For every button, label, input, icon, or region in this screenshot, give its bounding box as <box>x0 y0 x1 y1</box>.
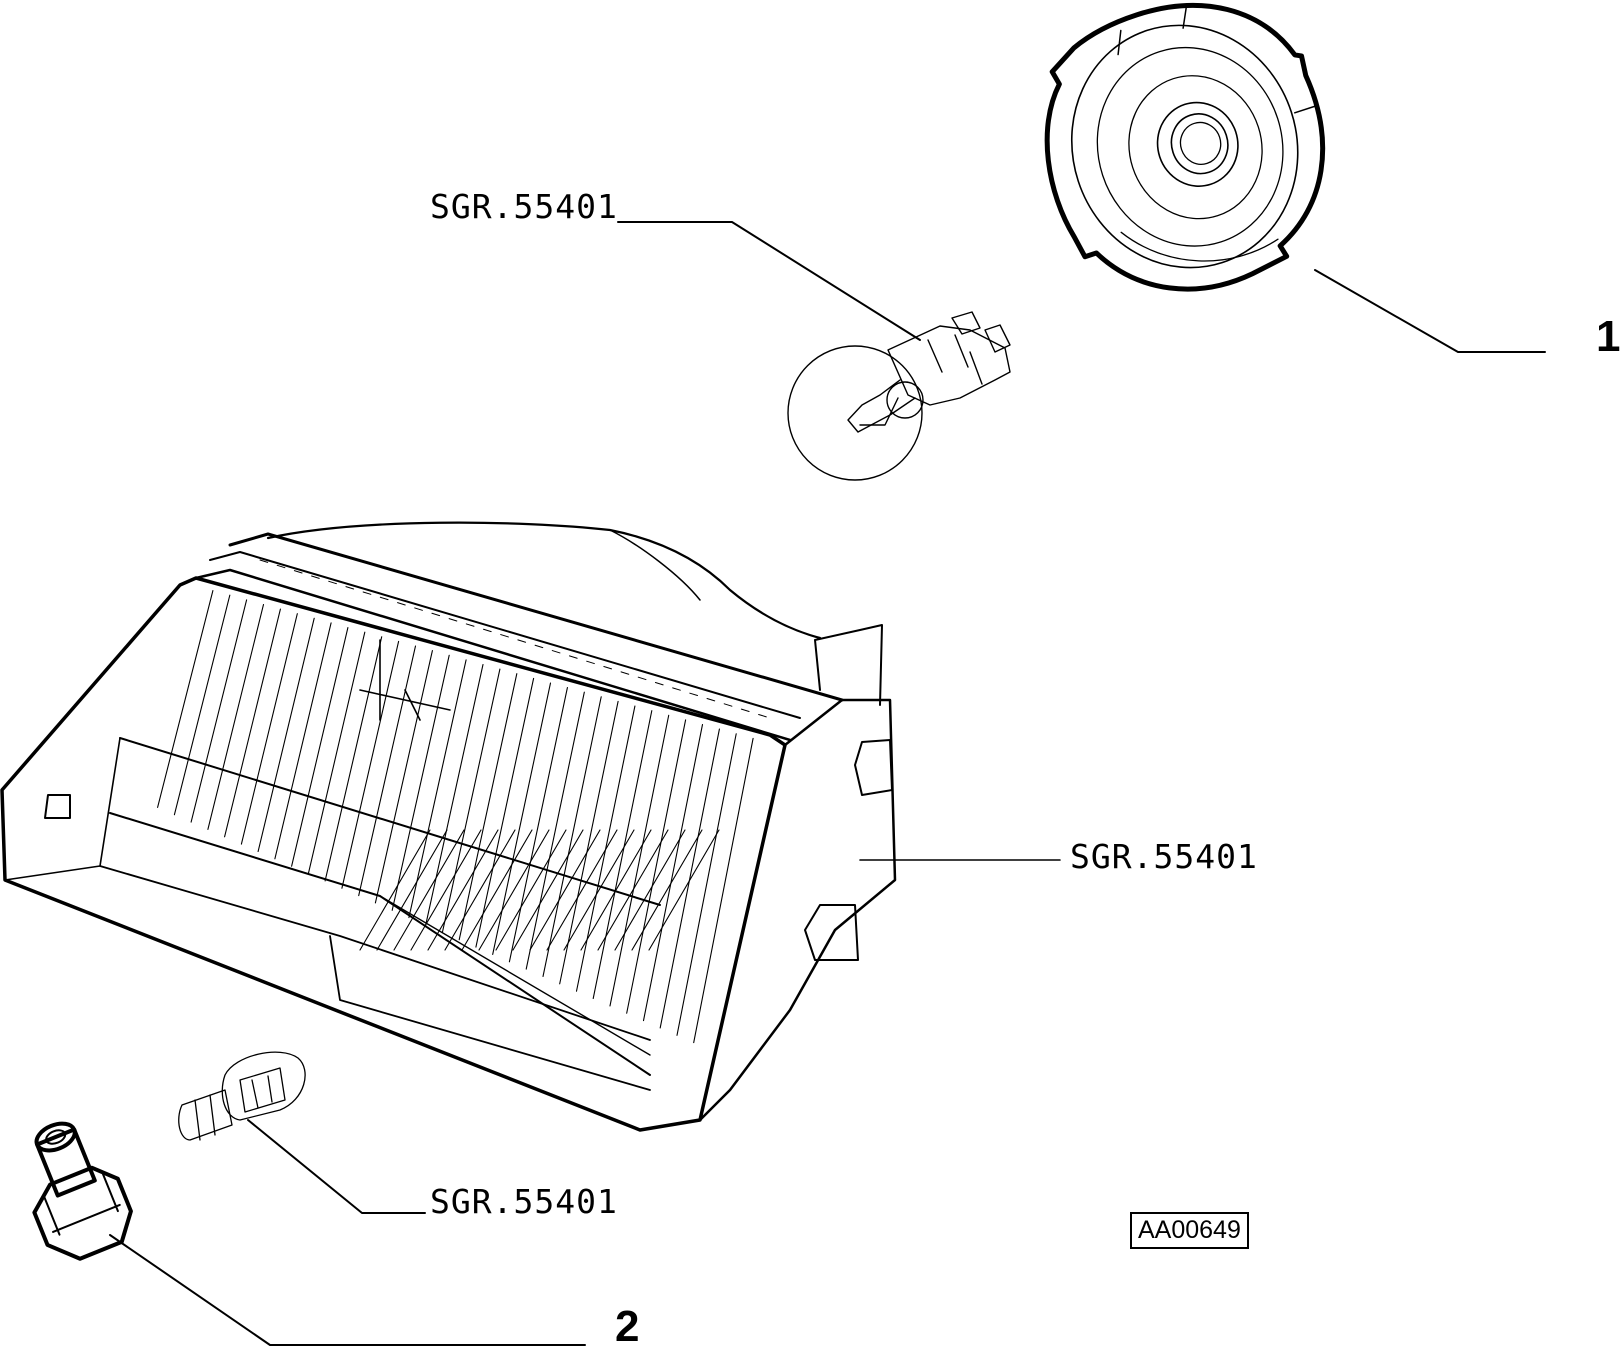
lens-flute-line <box>676 733 737 1036</box>
hatch-line <box>512 829 584 951</box>
lens-flute-line <box>274 622 332 860</box>
lens-flute-line <box>190 599 248 823</box>
leader-line-bulb-small <box>247 1119 426 1214</box>
lens-flute-line <box>559 700 619 985</box>
hatch-line <box>631 829 703 951</box>
lens-flute-line <box>257 617 315 853</box>
leader-line-1 <box>1314 269 1546 353</box>
lens-flute-line <box>324 636 383 882</box>
hatch-line <box>393 829 465 951</box>
lens-flute-line <box>358 645 417 897</box>
lens-flute-line <box>542 696 602 978</box>
lens-flute-line <box>425 663 484 926</box>
lens-flute-line <box>659 728 720 1029</box>
reflector-hatch <box>359 829 720 951</box>
lens-flute-line <box>307 631 366 875</box>
hatch-line <box>461 829 533 951</box>
lens-flute-line <box>475 677 535 948</box>
lens-flute-line <box>408 659 467 919</box>
bulb-holder-part-2 <box>32 1121 133 1261</box>
hatch-line <box>614 829 686 951</box>
lens-flute-line <box>173 594 231 816</box>
hatch-line <box>580 829 652 951</box>
lens-flute-line <box>341 640 400 889</box>
lens-flute-line <box>291 627 349 867</box>
bulb-upper <box>787 311 1011 481</box>
leader-line-2 <box>109 1234 586 1346</box>
leader-line-bulb-upper <box>617 221 921 341</box>
hatch-line <box>495 829 567 951</box>
lens-flute-line <box>609 714 670 1007</box>
lens-flute-line <box>525 691 585 970</box>
callout-ref-headlamp: SGR.55401 <box>1070 837 1258 876</box>
hatch-line <box>529 829 601 951</box>
lens-flute-line <box>642 723 704 1022</box>
hatch-line <box>563 829 635 951</box>
hatch-line <box>376 829 448 951</box>
lens-flute-line <box>492 682 552 955</box>
lens-flute-line <box>626 719 687 1014</box>
hatch-line <box>648 829 720 951</box>
lens-flute-line <box>240 613 298 845</box>
hatch-line <box>444 829 516 951</box>
lens-flute-line <box>224 608 281 838</box>
callout-ref-bulb-upper: SGR.55401 <box>430 187 618 226</box>
headlamp-assembly <box>0 521 1061 1132</box>
lens-flute-line <box>458 673 518 941</box>
lens-flute-line <box>374 650 433 904</box>
lens-flute-line <box>391 654 450 911</box>
lens-flute-line <box>207 603 265 830</box>
lens-flute-line <box>441 668 501 933</box>
hatch-line <box>597 829 669 951</box>
headlamp-cap-part-1 <box>1044 2 1326 292</box>
callout-ref-bulb-small: SGR.55401 <box>430 1182 618 1221</box>
bulb-small <box>178 1051 306 1141</box>
hatch-line <box>546 829 618 951</box>
lens-flute-line <box>508 687 568 963</box>
hatch-line <box>427 829 499 951</box>
lens-fluting <box>157 590 754 1044</box>
hatch-line <box>359 829 431 951</box>
hatch-line <box>478 829 550 951</box>
callout-item-1: 1 <box>1596 312 1621 361</box>
lens-flute-line <box>693 737 754 1044</box>
hatch-line <box>410 829 482 951</box>
callout-item-2: 2 <box>615 1302 640 1351</box>
lens-flute-line <box>592 710 653 1000</box>
lens-flute-line <box>157 590 214 808</box>
drawing-code-box: AA00649 <box>1130 1212 1249 1249</box>
